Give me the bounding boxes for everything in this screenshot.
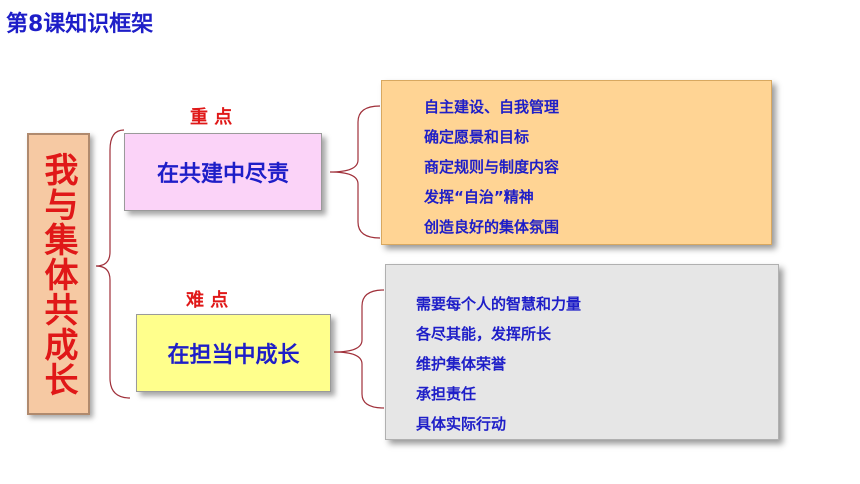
main-brace [95,129,131,399]
brace-2 [333,289,385,409]
difficult-point-label: 难 点 [186,290,229,311]
list-box-2: 需要每个人的智慧和力量 各尽其能，发挥所长 维护集体荣誉 承担责任 具体实际行动 [385,264,779,440]
main-topic-text: 我与集体共成长 [38,151,78,397]
branch-heading-2: 在担当中成长 [167,343,300,368]
list-item: 需要每个人的智慧和力量 [416,295,582,313]
branch-box-2: 在担当中成长 [136,314,331,392]
list-item: 具体实际行动 [416,415,507,433]
list-item: 自主建设、自我管理 [424,98,560,116]
list-item: 商定规则与制度内容 [424,158,560,176]
list-item: 承担责任 [416,385,477,403]
brace-1 [329,105,381,239]
page-title: 第8课知识框架 [6,12,154,37]
list-item: 确定愿景和目标 [424,128,530,146]
list-item: 发挥“自治”精神 [424,188,534,206]
key-point-label: 重 点 [190,107,233,128]
list-item: 创造良好的集体氛围 [424,218,560,236]
branch-box-1: 在共建中尽责 [124,133,322,211]
list-item: 维护集体荣誉 [416,355,507,373]
list-item: 各尽其能，发挥所长 [416,325,552,343]
main-topic-box: 我与集体共成长 [27,133,90,415]
branch-heading-1: 在共建中尽责 [156,162,289,187]
list-box-1: 自主建设、自我管理 确定愿景和目标 商定规则与制度内容 发挥“自治”精神 创造良… [381,80,772,245]
